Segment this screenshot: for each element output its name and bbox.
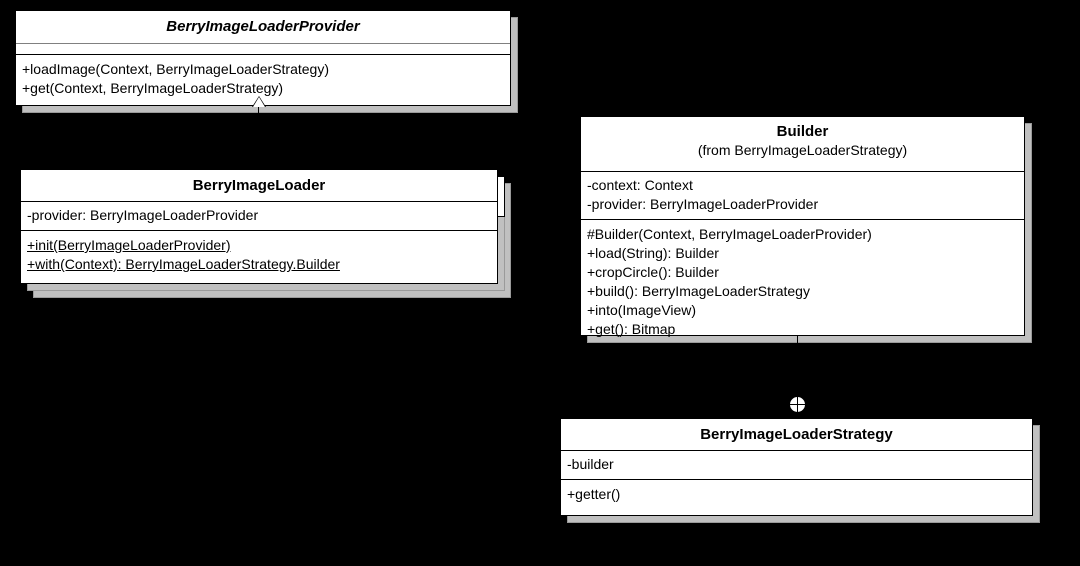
class-builder-from-label: (from BerryImageLoaderStrategy) [697, 142, 908, 158]
class-builder-operation: +into(ImageView) [587, 302, 697, 318]
class-loader-title-compartment: BerryImageLoader [21, 170, 497, 201]
class-provider-attributes-compartment [16, 43, 510, 54]
class-provider-name: BerryImageLoaderProvider [166, 18, 360, 35]
class-builder-name: Builder [776, 123, 829, 140]
class-strategy-operations-compartment: +getter() [561, 479, 1032, 508]
class-builder-operation: +cropCircle(): Builder [587, 264, 719, 280]
class-builder-operations-compartment: #Builder(Context, BerryImageLoaderProvid… [581, 219, 1024, 343]
class-provider-operations-compartment: +loadImage(Context, BerryImageLoaderStra… [16, 54, 510, 102]
generalization-line [258, 106, 259, 170]
class-box-berryimageloaderprovider[interactable]: BerryImageLoaderProvider +loadImage(Cont… [15, 10, 511, 106]
class-loader-attributes-compartment: -provider: BerryImageLoaderProvider [21, 201, 497, 230]
class-loader-attribute: -provider: BerryImageLoaderProvider [27, 207, 259, 223]
class-strategy-name: BerryImageLoaderStrategy [700, 426, 893, 443]
class-loader-operations-compartment: +init(BerryImageLoaderProvider) +with(Co… [21, 230, 497, 278]
containment-line-lower [797, 413, 798, 419]
class-builder-attributes-compartment: -context: Context -provider: BerryImageL… [581, 171, 1024, 219]
class-provider-operation: +loadImage(Context, BerryImageLoaderStra… [22, 61, 329, 77]
class-box-berryimageloader[interactable]: BerryImageLoader -provider: BerryImageLo… [20, 169, 498, 284]
class-provider-operation: +get(Context, BerryImageLoaderStrategy) [22, 80, 284, 96]
class-loader-name: BerryImageLoader [192, 177, 326, 194]
containment-circle-plus-icon [789, 396, 806, 413]
class-loader-operation: +with(Context): BerryImageLoaderStrategy… [27, 256, 340, 272]
class-builder-operation: +load(String): Builder [587, 245, 719, 261]
class-strategy-title-compartment: BerryImageLoaderStrategy [561, 419, 1032, 450]
class-builder-operation: +build(): BerryImageLoaderStrategy [587, 283, 810, 299]
generalization-arrowhead-icon [253, 97, 265, 107]
class-provider-title-compartment: BerryImageLoaderProvider [16, 11, 510, 43]
class-builder-attribute: -context: Context [587, 177, 693, 193]
class-builder-operation: +get(): Bitmap [587, 321, 676, 337]
class-strategy-attributes-compartment: -builder [561, 450, 1032, 479]
class-builder-title-compartment: Builder (from BerryImageLoaderStrategy) [581, 117, 1024, 171]
class-loader-operation: +init(BerryImageLoaderProvider) [27, 237, 231, 253]
class-builder-attribute: -provider: BerryImageLoaderProvider [587, 196, 819, 212]
containment-cross-horizontal [790, 404, 805, 405]
class-box-builder[interactable]: Builder (from BerryImageLoaderStrategy) … [580, 116, 1025, 337]
containment-line [797, 336, 798, 398]
class-strategy-attribute: -builder [567, 456, 614, 472]
class-strategy-operation: +getter() [567, 486, 621, 502]
class-box-berryimageloaderstrategy[interactable]: BerryImageLoaderStrategy -builder +gette… [560, 418, 1033, 516]
class-builder-operation: #Builder(Context, BerryImageLoaderProvid… [587, 226, 872, 242]
